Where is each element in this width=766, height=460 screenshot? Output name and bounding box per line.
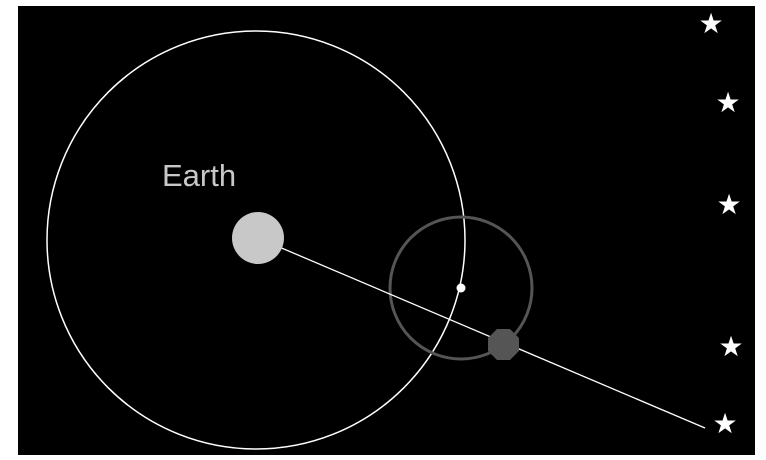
star-icon: ★ [712,407,737,440]
epicycle-center-dot [457,284,466,293]
planet [488,329,519,360]
star-icon: ★ [716,188,741,221]
earth [232,212,284,264]
star-icon: ★ [698,7,723,40]
earth-label: Earth [162,160,236,191]
star-icon: ★ [718,330,743,363]
line-of-sight [258,238,705,428]
star-icon: ★ [715,86,740,119]
